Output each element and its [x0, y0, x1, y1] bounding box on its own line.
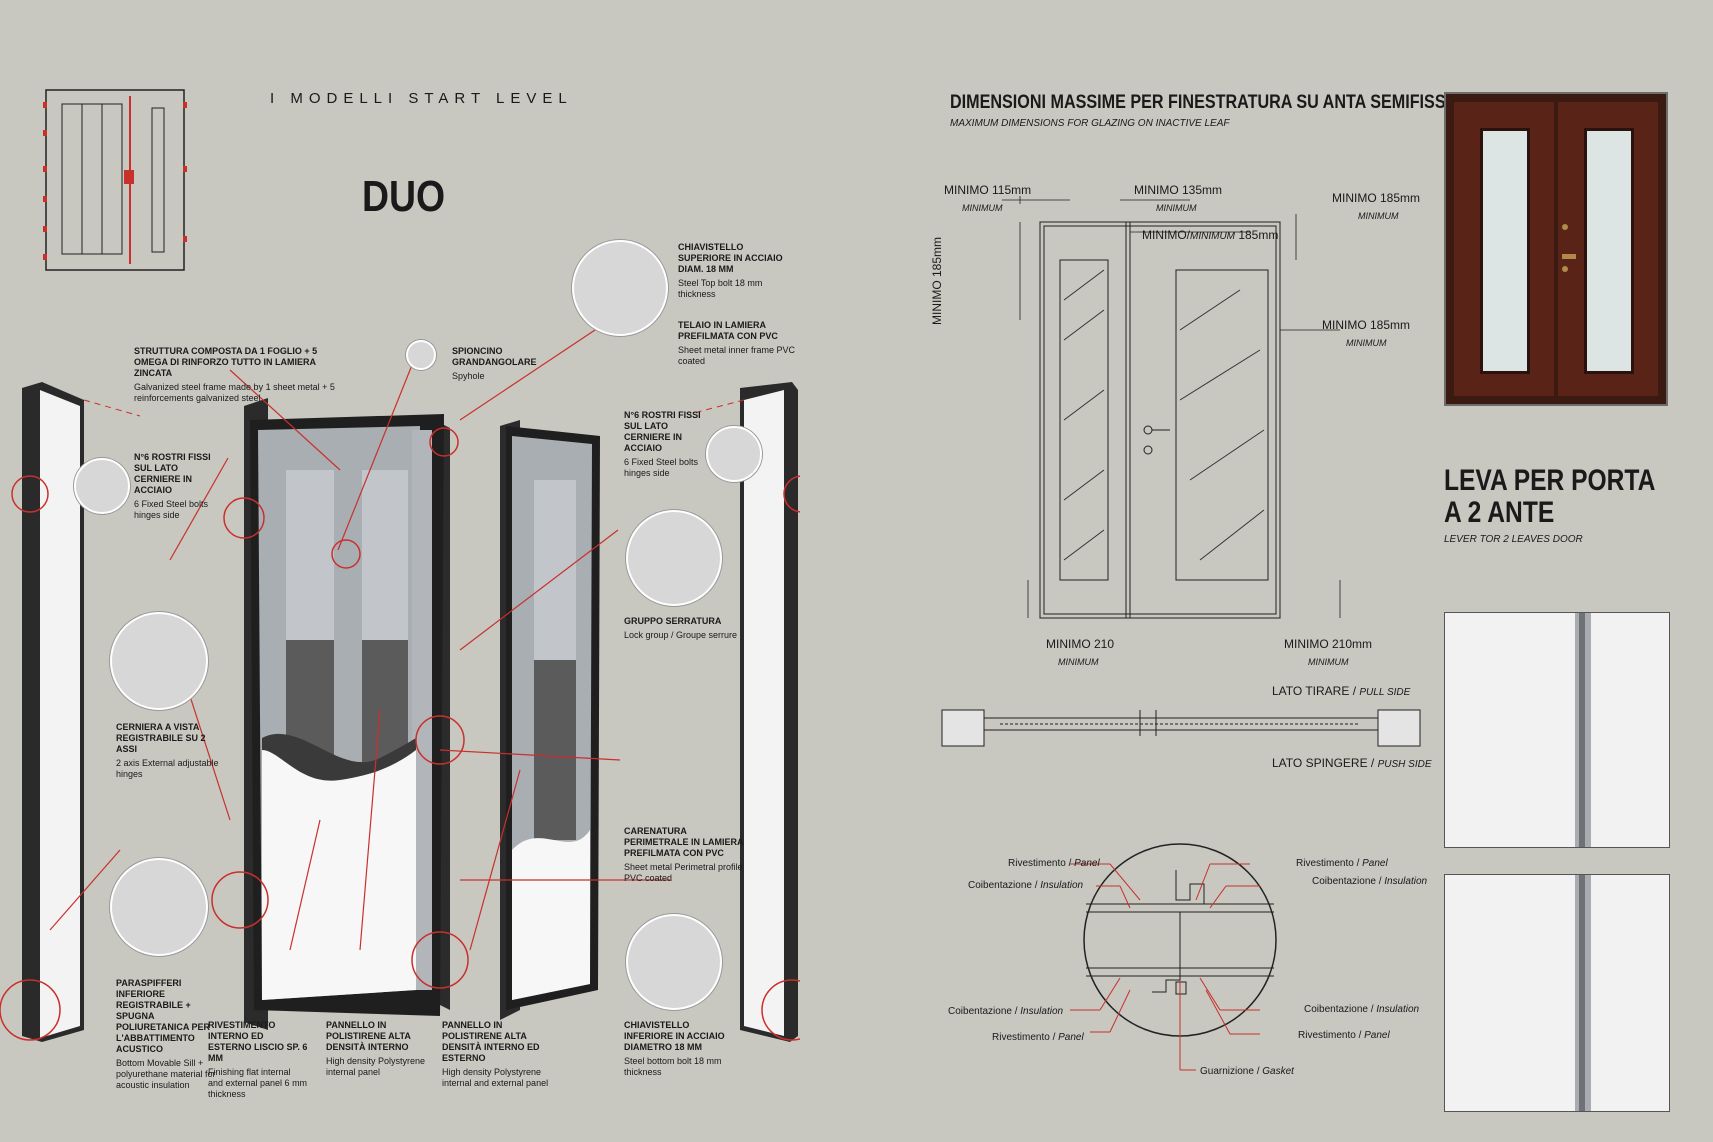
section-label-coib-tl: Coibentazione / Insulation: [968, 880, 1084, 891]
dim-185-vertical: MINIMO 185mm: [930, 236, 944, 325]
detail-lock-group: [626, 510, 722, 606]
horizontal-section-drawing: [941, 709, 1421, 747]
label-rostri-right: N°6 ROSTRI FISSI SUL LATO CERNIERE IN AC…: [624, 410, 701, 478]
label-paraspifferi: PARASPIFFERI INFERIORE REGISTRABILE + SP…: [116, 978, 216, 1090]
label-rivestimento: RIVESTIMENTO INTERNO ED ESTERNO LISCIO S…: [208, 1020, 308, 1099]
dim-185-inner: MINIMO/MINIMUM 185mm: [1142, 228, 1279, 242]
section-label-guarnizione: Guarnizione / Gasket: [1200, 1066, 1294, 1077]
lever-photo-bottom: [1444, 874, 1670, 1112]
section-label-coib-bl: Coibentazione / Insulation: [948, 1006, 1064, 1017]
lever-subtitle: LEVER TOR 2 LEAVES DOOR: [1444, 534, 1583, 545]
dim-185-right-sub: MINIMUM: [1346, 338, 1387, 348]
dim-115-sub: MINIMUM: [962, 203, 1003, 213]
door-elevation-thumbnail: [43, 89, 187, 271]
model-name: DUO: [362, 172, 446, 221]
label-carenatura: CARENATURA PERIMETRALE IN LAMIERA PREFIL…: [624, 826, 744, 883]
dim-185-right: MINIMO 185mm: [1322, 318, 1411, 332]
pull-side-label: LATO TIRARE / PULL SIDE: [1272, 684, 1411, 698]
section-label-coib-br: Coibentazione / Insulation: [1304, 1004, 1420, 1015]
section-label-coib-tr: Coibentazione / Insulation: [1312, 876, 1428, 887]
detail-bottom-bolt: [626, 914, 722, 1010]
glazing-title: DIMENSIONI MASSIME PER FINESTRATURA SU A…: [950, 92, 1458, 113]
detail-top-bolt: [572, 240, 668, 336]
detail-bottom-sill: [110, 858, 208, 956]
label-rostri-left: N°6 ROSTRI FISSI SUL LATO CERNIERE IN AC…: [134, 452, 211, 520]
dim-210-right: MINIMO 210mm: [1284, 637, 1373, 651]
section-label-riv-tr: Rivestimento / Panel: [1296, 858, 1388, 869]
section-label-riv-br: Rivestimento / Panel: [1298, 1030, 1390, 1041]
dim-185-top-sub: MINIMUM: [1358, 211, 1399, 221]
series-title: I MODELLI START LEVEL: [270, 90, 573, 107]
dim-135: MINIMO 135mm: [1134, 183, 1223, 197]
label-pannello-esterno: PANNELLO IN POLISTIRENE ALTA DENSITÀ INT…: [442, 1020, 549, 1088]
label-chiavistello-inferiore: CHIAVISTELLO INFERIORE IN ACCIAIO DIAMET…: [624, 1020, 725, 1077]
dim-115: MINIMO 115mm: [944, 183, 1032, 197]
label-struttura: STRUTTURA COMPOSTA DA 1 FOGLIO + 5 OMEGA…: [134, 346, 335, 403]
section-label-riv-bl: Rivestimento / Panel: [992, 1032, 1084, 1043]
glazing-elevation-drawing: [1002, 196, 1341, 619]
label-pannello-interno: PANNELLO IN POLISTIRENE ALTA DENSITÀ INT…: [326, 1020, 426, 1077]
detail-hinge-bolts-right: [706, 426, 762, 482]
glazing-subtitle: MAXIMUM DIMENSIONS FOR GLAZING ON INACTI…: [950, 118, 1230, 129]
dim-210-left-sub: MINIMUM: [1058, 657, 1099, 667]
lever-photo-top: [1444, 612, 1670, 848]
detail-hinge-bolts-left: [74, 458, 130, 514]
double-door-photo: [1444, 92, 1668, 406]
lever-title: LEVA PER PORTA A 2 ANTE: [1444, 464, 1656, 529]
section-label-riv-tl: Rivestimento / Panel: [1008, 858, 1100, 869]
detail-spyhole: [406, 340, 436, 370]
detail-hinge: [110, 612, 208, 710]
dim-185-top: MINIMO 185mm: [1332, 191, 1421, 205]
label-chiavistello-superiore: CHIAVISTELLO SUPERIORE IN ACCIAIO DIAM. …: [678, 242, 783, 299]
dim-210-right-sub: MINIMUM: [1308, 657, 1349, 667]
push-side-label: LATO SPINGERE / PUSH SIDE: [1272, 756, 1432, 770]
section-leader-lines: [1070, 863, 1260, 1071]
dim-210-left: MINIMO 210: [1046, 637, 1115, 651]
exploded-door-illustration: [0, 319, 800, 1042]
dim-135-sub: MINIMUM: [1156, 203, 1197, 213]
